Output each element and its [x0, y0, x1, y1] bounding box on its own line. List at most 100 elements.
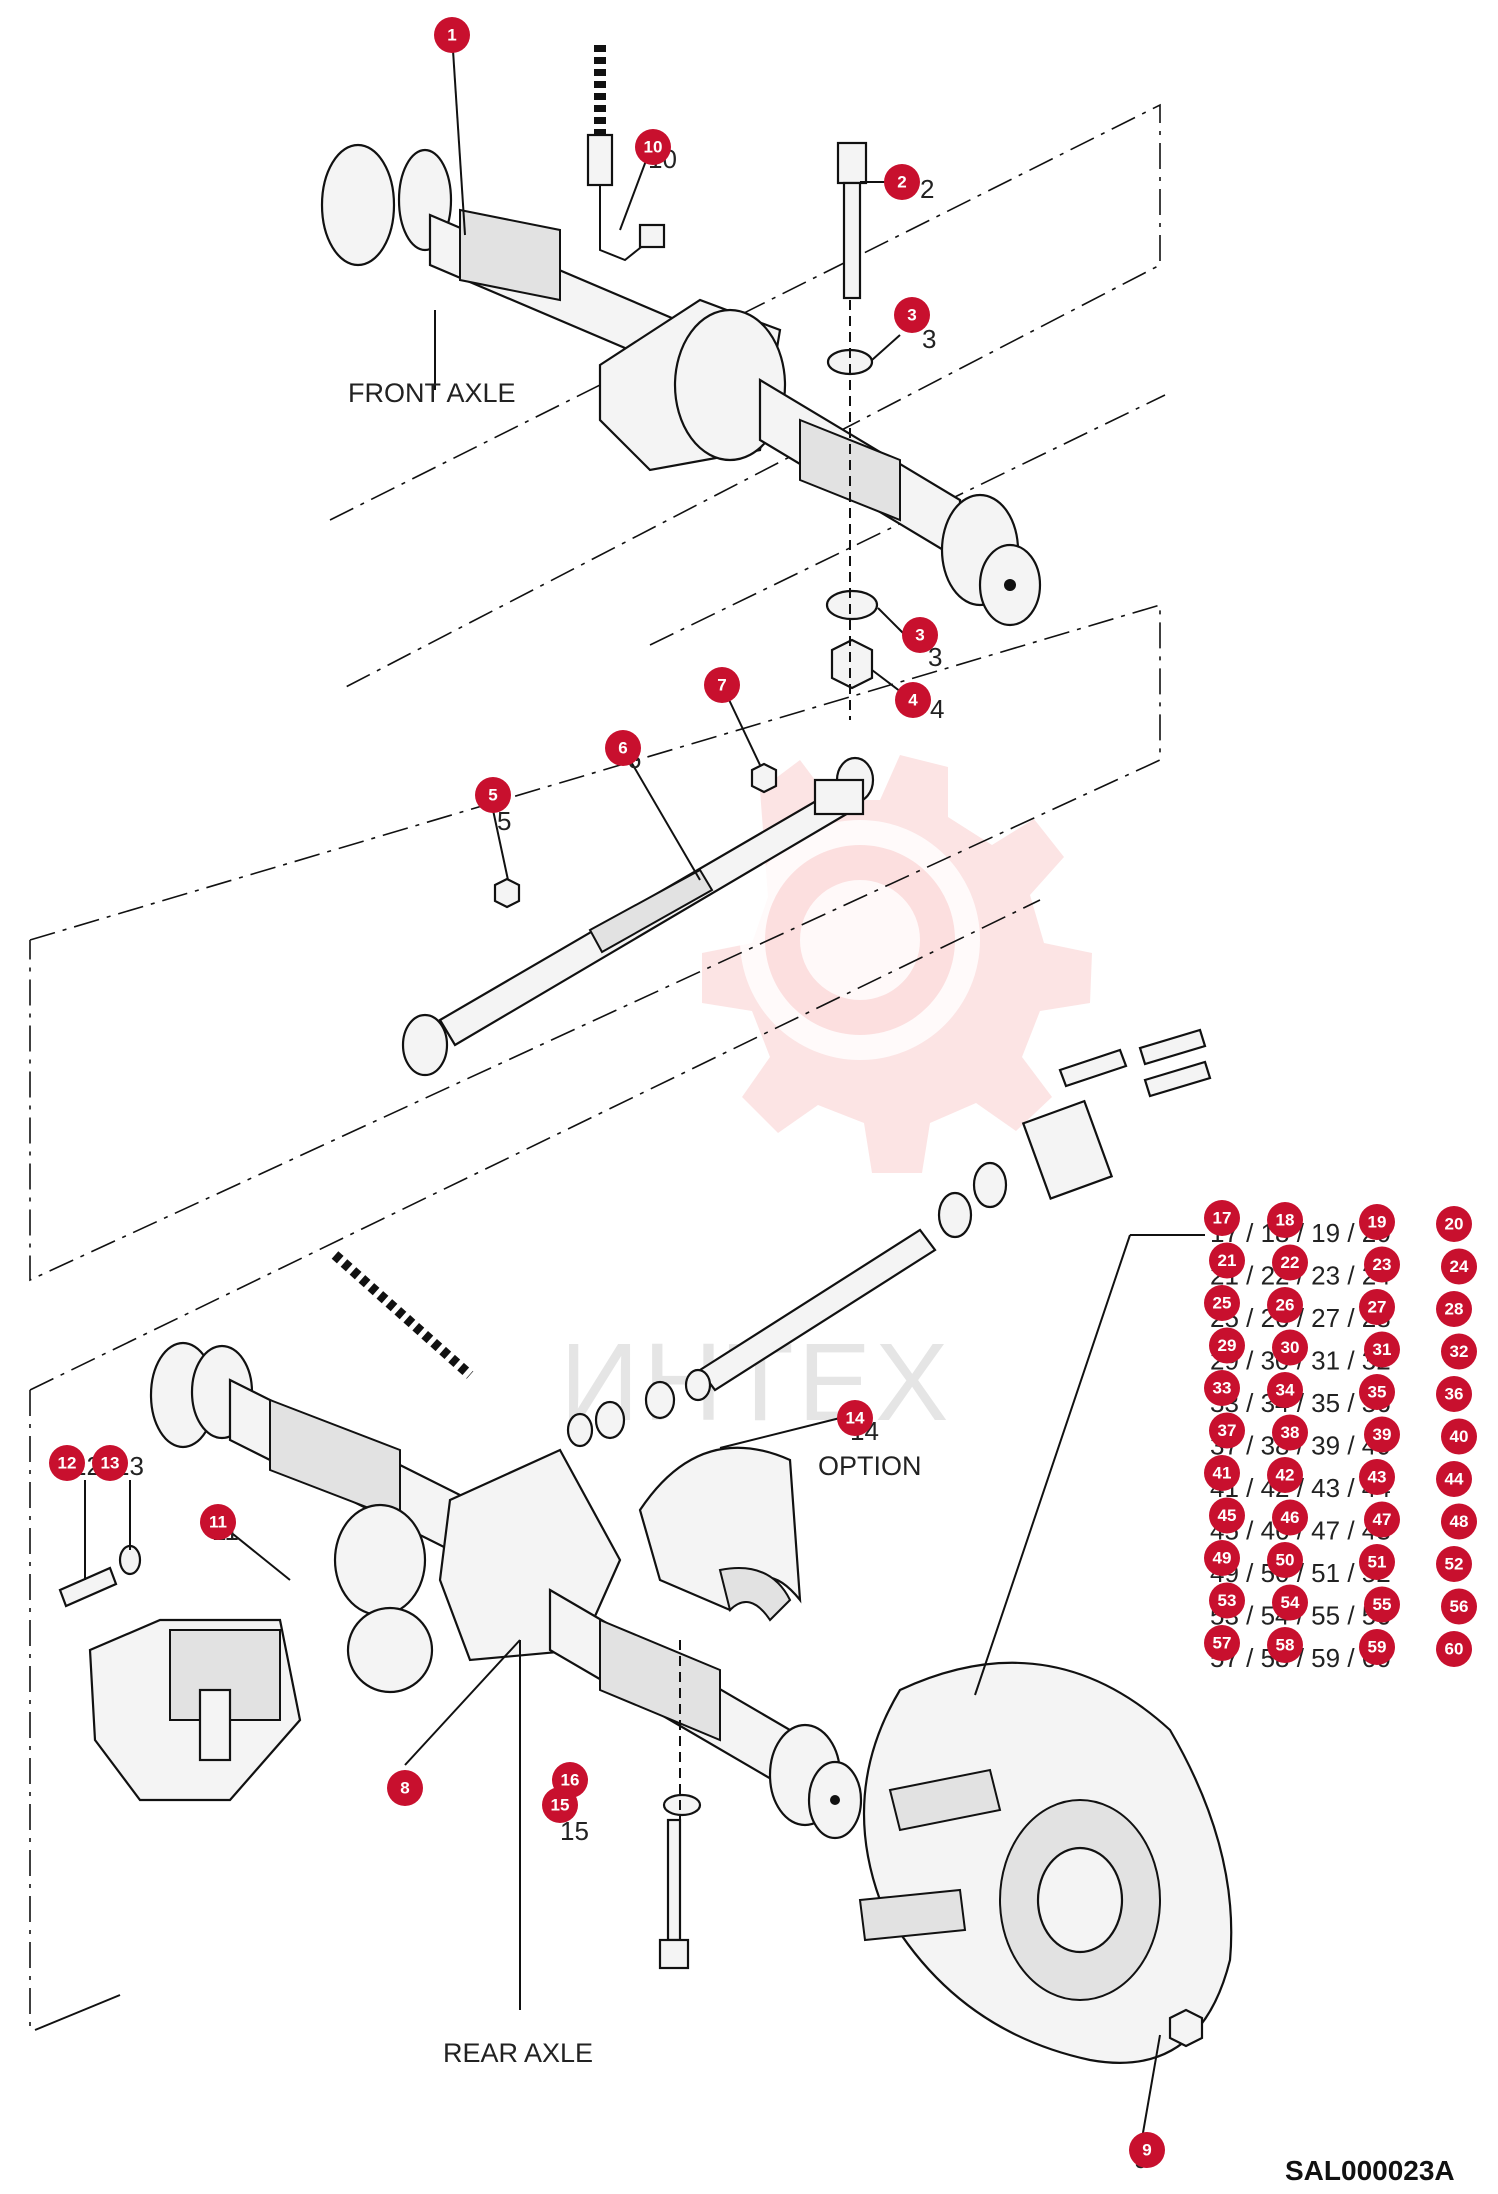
badge-circle [1204, 1540, 1240, 1576]
drawing-code: SAL000023A [1285, 2155, 1455, 2186]
badge-number: 43 [1368, 1468, 1387, 1487]
brake-pipe [586, 45, 666, 262]
badge-number: 27 [1368, 1298, 1387, 1317]
callout-badge-50[interactable]: 50 [1267, 1542, 1303, 1578]
callout-badge-59[interactable]: 59 [1359, 1629, 1395, 1665]
callout-badge-19[interactable]: 19 [1359, 1204, 1395, 1240]
callout-badge-51[interactable]: 51 [1359, 1544, 1395, 1580]
callout-badge-54[interactable]: 54 [1272, 1584, 1308, 1621]
badge-number: 42 [1276, 1466, 1295, 1485]
callout-badge-8[interactable]: 8 [387, 1770, 423, 1806]
badge-number: 28 [1445, 1300, 1464, 1319]
callout-badge-3[interactable]: 3 [894, 297, 930, 333]
callout-badge-41[interactable]: 41 [1204, 1455, 1240, 1491]
rear-axle-label: REAR AXLE [443, 2038, 593, 2068]
badge-circle [200, 1504, 236, 1540]
badge-number: 4 [908, 691, 918, 710]
callout-badge-7[interactable]: 7 [704, 667, 740, 703]
callout-badge-58[interactable]: 58 [1267, 1627, 1303, 1663]
propeller-shaft [401, 756, 875, 1077]
callout-badge-12[interactable]: 12 [49, 1445, 85, 1481]
badge-number: 35 [1368, 1383, 1387, 1402]
badge-circle [1441, 1588, 1477, 1625]
badge-number: 44 [1445, 1470, 1464, 1489]
callout-badge-52[interactable]: 52 [1436, 1546, 1472, 1582]
callout-badge-23[interactable]: 23 [1364, 1246, 1400, 1283]
badge-number: 54 [1281, 1593, 1300, 1612]
callout-badge-13[interactable]: 13 [92, 1445, 128, 1481]
badge-number: 32 [1450, 1342, 1469, 1361]
callout-badge-48[interactable]: 48 [1441, 1503, 1477, 1540]
callout-badge-20[interactable]: 20 [1436, 1206, 1472, 1242]
badge-number: 23 [1373, 1255, 1392, 1274]
callout-badge-29[interactable]: 29 [1209, 1327, 1245, 1364]
callout-badge-18[interactable]: 18 [1267, 1202, 1303, 1238]
callout-badge-1[interactable]: 1 [434, 17, 470, 53]
badge-circle [1436, 1546, 1472, 1582]
badge-circle [1441, 1248, 1477, 1285]
callout-badge-38[interactable]: 38 [1272, 1414, 1308, 1451]
badge-circle [1204, 1370, 1240, 1406]
callout-badge-40[interactable]: 40 [1441, 1418, 1477, 1455]
callout-badge-21[interactable]: 21 [1209, 1242, 1245, 1279]
callout-badge-55[interactable]: 55 [1364, 1586, 1400, 1623]
badge-circle [475, 777, 511, 813]
callout-badge-47[interactable]: 47 [1364, 1501, 1400, 1538]
badge-number: 39 [1373, 1425, 1392, 1444]
callout-badge-42[interactable]: 42 [1267, 1457, 1303, 1493]
callout-badge-2[interactable]: 2 [884, 164, 920, 200]
callout-badge-26[interactable]: 26 [1267, 1287, 1303, 1323]
callout-badge-4[interactable]: 4 [895, 682, 931, 718]
callout-badge-32[interactable]: 32 [1441, 1333, 1477, 1370]
callout-badge-33[interactable]: 33 [1204, 1370, 1240, 1406]
callout-badge-34[interactable]: 34 [1267, 1372, 1303, 1408]
washer-13 [118, 1544, 142, 1576]
callout-badge-36[interactable]: 36 [1436, 1376, 1472, 1412]
callout-badge-17[interactable]: 17 [1204, 1200, 1240, 1236]
callout-badge-14[interactable]: 14 [837, 1400, 873, 1436]
callout-badge-39[interactable]: 39 [1364, 1416, 1400, 1453]
badge-circle [1364, 1246, 1400, 1283]
pinion-bolts [566, 1028, 1212, 1448]
ref-number: 5 [497, 806, 511, 836]
badge-circle [1267, 1457, 1303, 1493]
callout-badge-24[interactable]: 24 [1441, 1248, 1477, 1285]
callout-badge-31[interactable]: 31 [1364, 1331, 1400, 1368]
callout-badge-49[interactable]: 49 [1204, 1540, 1240, 1576]
bolt-2 [836, 141, 868, 300]
badge-number: 24 [1450, 1257, 1469, 1276]
callout-badge-3[interactable]: 3 [902, 617, 938, 653]
callout-badge-43[interactable]: 43 [1359, 1459, 1395, 1495]
callout-badge-44[interactable]: 44 [1436, 1461, 1472, 1497]
callout-badge-27[interactable]: 27 [1359, 1289, 1395, 1325]
callout-badge-10[interactable]: 10 [635, 129, 671, 165]
callout-badge-45[interactable]: 45 [1209, 1497, 1245, 1534]
callout-badge-35[interactable]: 35 [1359, 1374, 1395, 1410]
badge-number: 38 [1281, 1423, 1300, 1442]
badge-number: 13 [101, 1454, 120, 1473]
callout-badge-46[interactable]: 46 [1272, 1499, 1308, 1536]
callout-badge-53[interactable]: 53 [1209, 1582, 1245, 1619]
callout-badge-11[interactable]: 11 [200, 1504, 236, 1540]
callout-badge-9[interactable]: 9 [1129, 2132, 1165, 2168]
callout-badge-37[interactable]: 37 [1209, 1412, 1245, 1449]
badge-number: 12 [58, 1454, 77, 1473]
washer-16 [662, 1793, 702, 1817]
badge-number: 33 [1213, 1379, 1232, 1398]
callout-badge-5[interactable]: 5 [475, 777, 511, 813]
callout-badge-6[interactable]: 6 [605, 730, 641, 766]
callout-badge-30[interactable]: 30 [1272, 1329, 1308, 1366]
callout-badge-22[interactable]: 22 [1272, 1244, 1308, 1281]
badge-circle [1359, 1374, 1395, 1410]
callout-badge-56[interactable]: 56 [1441, 1588, 1477, 1625]
wheel-assembly [858, 1661, 1233, 2064]
option-guard [638, 1446, 802, 1622]
nut-4 [830, 638, 874, 690]
callout-badge-25[interactable]: 25 [1204, 1285, 1240, 1321]
callout-badge-57[interactable]: 57 [1204, 1625, 1240, 1661]
callout-badge-60[interactable]: 60 [1436, 1631, 1472, 1667]
callout-badge-28[interactable]: 28 [1436, 1291, 1472, 1327]
nut-7 [750, 762, 778, 794]
option-label: OPTION [818, 1451, 922, 1481]
callout-badge-16[interactable]: 16 [552, 1762, 588, 1798]
